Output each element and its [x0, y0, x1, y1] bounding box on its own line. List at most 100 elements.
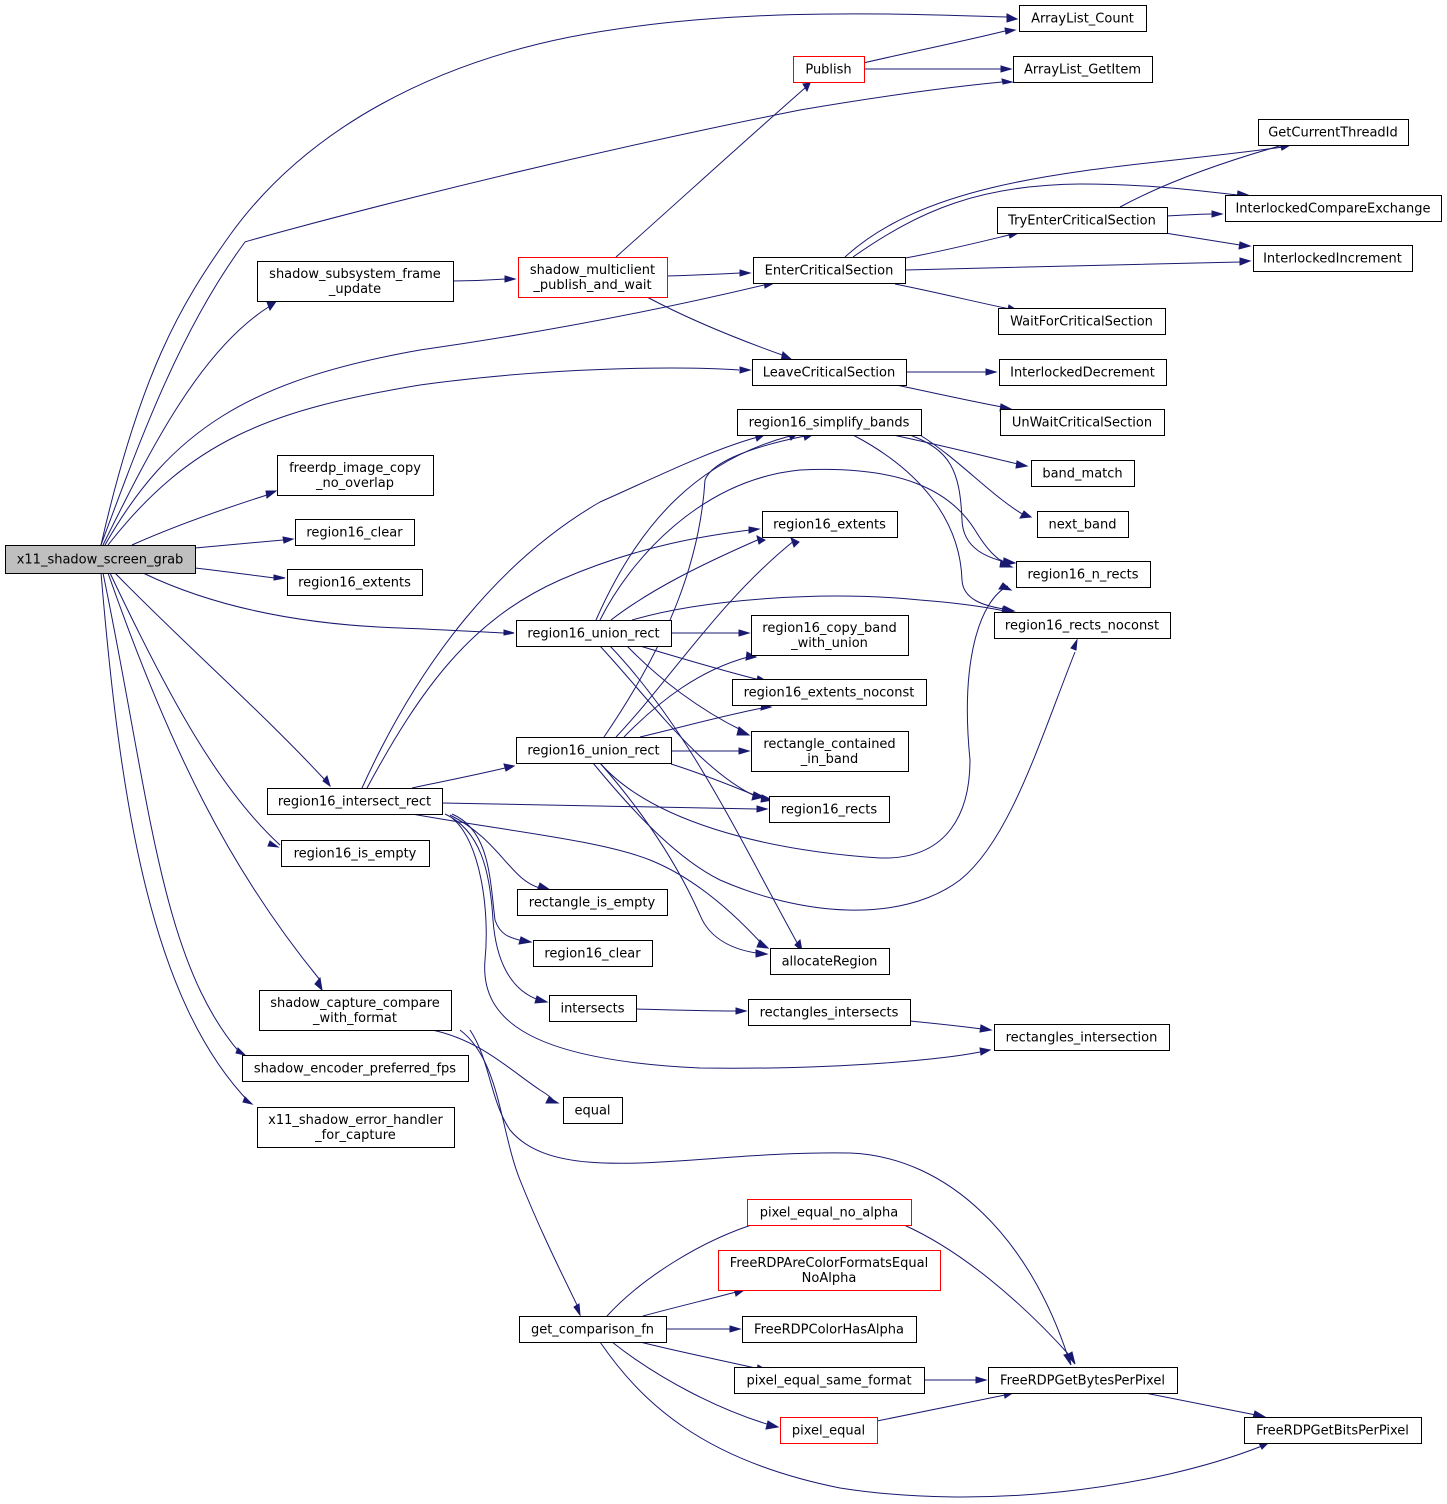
- node-encoder-fps[interactable]: shadow_encoder_preferred_fps: [242, 1055, 469, 1082]
- arrowhead-rects_intersects-to-rects_intersection: [979, 1024, 993, 1033]
- edge-intersect_rect-to-union2: [411, 767, 506, 789]
- node-extents-mid[interactable]: region16_extents: [762, 511, 898, 538]
- node-next-band[interactable]: next_band: [1037, 511, 1129, 538]
- edge-intersect_rect-to-extents_mid: [366, 529, 751, 789]
- node-allocate[interactable]: allocateRegion: [770, 948, 890, 975]
- node-pixel-equal[interactable]: pixel_equal: [780, 1417, 878, 1444]
- edge-union1-to-simplify: [595, 435, 791, 621]
- node-band-match[interactable]: band_match: [1031, 460, 1135, 487]
- arrowhead-publish-to-arraylist_getitem: [1000, 65, 1013, 73]
- node-box: [1000, 409, 1165, 436]
- node-label: InterlockedCompareExchange: [1235, 202, 1430, 217]
- node-pixel-no-alpha[interactable]: pixel_equal_no_alpha: [747, 1199, 912, 1226]
- node-arraylist-getitem[interactable]: ArrayList_GetItem: [1013, 56, 1153, 83]
- node-bits-per-pixel[interactable]: FreeRDPGetBitsPerPixel: [1244, 1417, 1422, 1444]
- node-color-has-alpha[interactable]: FreeRDPColorHasAlpha: [742, 1316, 917, 1343]
- node-rect-is-empty[interactable]: rectangle_is_empty: [517, 889, 668, 916]
- node-box: [1019, 5, 1147, 32]
- node-root[interactable]: x11_shadow_screen_grab: [5, 545, 196, 574]
- arrowhead-tryenter-to-interlockedcompare: [1211, 210, 1224, 218]
- node-interlockeddec[interactable]: InterlockedDecrement: [999, 359, 1167, 386]
- arrowhead-intersect_rect-to-extents_mid: [748, 526, 761, 534]
- node-is-empty[interactable]: region16_is_empty: [281, 840, 430, 867]
- node-label: _publish_and_wait: [532, 278, 651, 293]
- edge-rects_intersects-to-rects_intersection: [909, 1020, 983, 1030]
- node-equal[interactable]: equal: [563, 1097, 623, 1124]
- node-label: rectangles_intersection: [1006, 1031, 1158, 1046]
- node-intersect-rect[interactable]: region16_intersect_rect: [267, 788, 443, 815]
- node-error-handler[interactable]: x11_shadow_error_handler_for_capture: [257, 1107, 455, 1148]
- node-clear-left[interactable]: region16_clear: [295, 519, 415, 546]
- node-box: [732, 679, 927, 706]
- edge-union2-to-rects: [670, 763, 765, 800]
- node-getcurrentthreadid[interactable]: GetCurrentThreadId: [1258, 119, 1409, 146]
- node-box: [563, 1097, 623, 1124]
- node-ss-frame-update[interactable]: shadow_subsystem_frame_update: [257, 261, 454, 302]
- node-label: FreeRDPGetBytesPerPixel: [1000, 1374, 1165, 1389]
- node-tryenter[interactable]: TryEnterCriticalSection: [997, 207, 1168, 234]
- node-label: region16_extents: [773, 518, 886, 533]
- node-box: [751, 731, 909, 772]
- node-box: [737, 409, 922, 436]
- node-waitforcs[interactable]: WaitForCriticalSection: [998, 308, 1166, 335]
- node-union1[interactable]: region16_union_rect: [516, 620, 672, 647]
- node-box: [257, 1107, 455, 1148]
- edge-entercs-to-waitforcs: [894, 283, 1011, 310]
- node-label: region16_clear: [306, 526, 403, 541]
- edge-root-to-leavecs: [107, 367, 740, 546]
- node-label: region16_rects_noconst: [1005, 619, 1159, 634]
- node-extents-left[interactable]: region16_extents: [287, 569, 423, 596]
- arrowhead-simplify-to-band_match: [1015, 460, 1029, 469]
- arrowhead-union2-to-extents_mid: [790, 537, 800, 548]
- node-union2[interactable]: region16_union_rect: [516, 737, 672, 764]
- node-rects[interactable]: region16_rects: [769, 796, 890, 823]
- node-label: region16_rects: [781, 803, 877, 818]
- node-entercs[interactable]: EnterCriticalSection: [753, 257, 906, 284]
- node-box: [549, 995, 637, 1022]
- edge-capture_compare-to-equal: [431, 1029, 554, 1101]
- node-clear-mid[interactable]: region16_clear: [533, 940, 653, 967]
- node-label: FreeRDPColorHasAlpha: [754, 1323, 904, 1338]
- node-n-rects[interactable]: region16_n_rects: [1016, 561, 1151, 588]
- node-publish[interactable]: Publish: [793, 56, 865, 83]
- node-label: shadow_encoder_preferred_fps: [254, 1062, 456, 1077]
- node-box: [753, 257, 906, 284]
- node-freerdp-copy[interactable]: freerdp_image_copy_no_overlap: [277, 455, 434, 496]
- node-box: [994, 612, 1171, 639]
- node-box: [1016, 561, 1151, 588]
- arrowhead-get_comparison-to-color_has_alpha: [729, 1325, 742, 1333]
- node-label: pixel_equal_no_alpha: [760, 1206, 899, 1221]
- node-interlockedinc[interactable]: InterlockedIncrement: [1253, 245, 1413, 272]
- edge-pixel_equal-to-bytes_per_pixel: [876, 1394, 1006, 1422]
- node-label: x11_shadow_error_handler: [268, 1113, 443, 1128]
- node-arraylist-count[interactable]: ArrayList_Count: [1019, 5, 1147, 32]
- node-bytes-per-pixel[interactable]: FreeRDPGetBytesPerPixel: [988, 1367, 1178, 1394]
- node-box: [517, 889, 668, 916]
- node-label: _in_band: [800, 752, 859, 767]
- node-copy-band[interactable]: region16_copy_band_with_union: [751, 615, 909, 656]
- edge-tryenter-to-interlockedinc: [1164, 232, 1241, 246]
- node-label: TryEnterCriticalSection: [1007, 214, 1156, 229]
- edge-tryenter-to-getcurrentthreadid: [1119, 144, 1284, 208]
- node-get-comparison[interactable]: get_comparison_fn: [519, 1316, 667, 1343]
- node-rect-contained[interactable]: rectangle_contained_in_band: [751, 731, 909, 772]
- node-rects-intersects[interactable]: rectangles_intersects: [748, 999, 911, 1026]
- arrowhead-intersect_rect-to-rects: [756, 805, 769, 813]
- node-simplify[interactable]: region16_simplify_bands: [737, 409, 922, 436]
- node-rects-intersection[interactable]: rectangles_intersection: [994, 1024, 1170, 1051]
- node-leavecs[interactable]: LeaveCriticalSection: [752, 359, 907, 386]
- node-interlockedcompare[interactable]: InterlockedCompareExchange: [1225, 195, 1442, 222]
- node-pixel-same-format[interactable]: pixel_equal_same_format: [734, 1367, 925, 1394]
- node-extents-noconst[interactable]: region16_extents_noconst: [732, 679, 927, 706]
- node-capture-compare[interactable]: shadow_capture_compare_with_format: [259, 990, 452, 1031]
- node-unwaitcs[interactable]: UnWaitCriticalSection: [1000, 409, 1165, 436]
- node-intersects[interactable]: intersects: [549, 995, 637, 1022]
- node-label: ArrayList_Count: [1031, 12, 1134, 27]
- node-rects-noconst[interactable]: region16_rects_noconst: [994, 612, 1171, 639]
- edge-get_comparison-to-pixel_same_format: [639, 1341, 761, 1370]
- edge-union1-to-extents_noconst: [639, 645, 761, 681]
- arrowhead-intersects-to-rects_intersects: [735, 1007, 748, 1015]
- node-multiclient[interactable]: shadow_multiclient_publish_and_wait: [518, 257, 668, 298]
- node-label: NoAlpha: [802, 1271, 857, 1286]
